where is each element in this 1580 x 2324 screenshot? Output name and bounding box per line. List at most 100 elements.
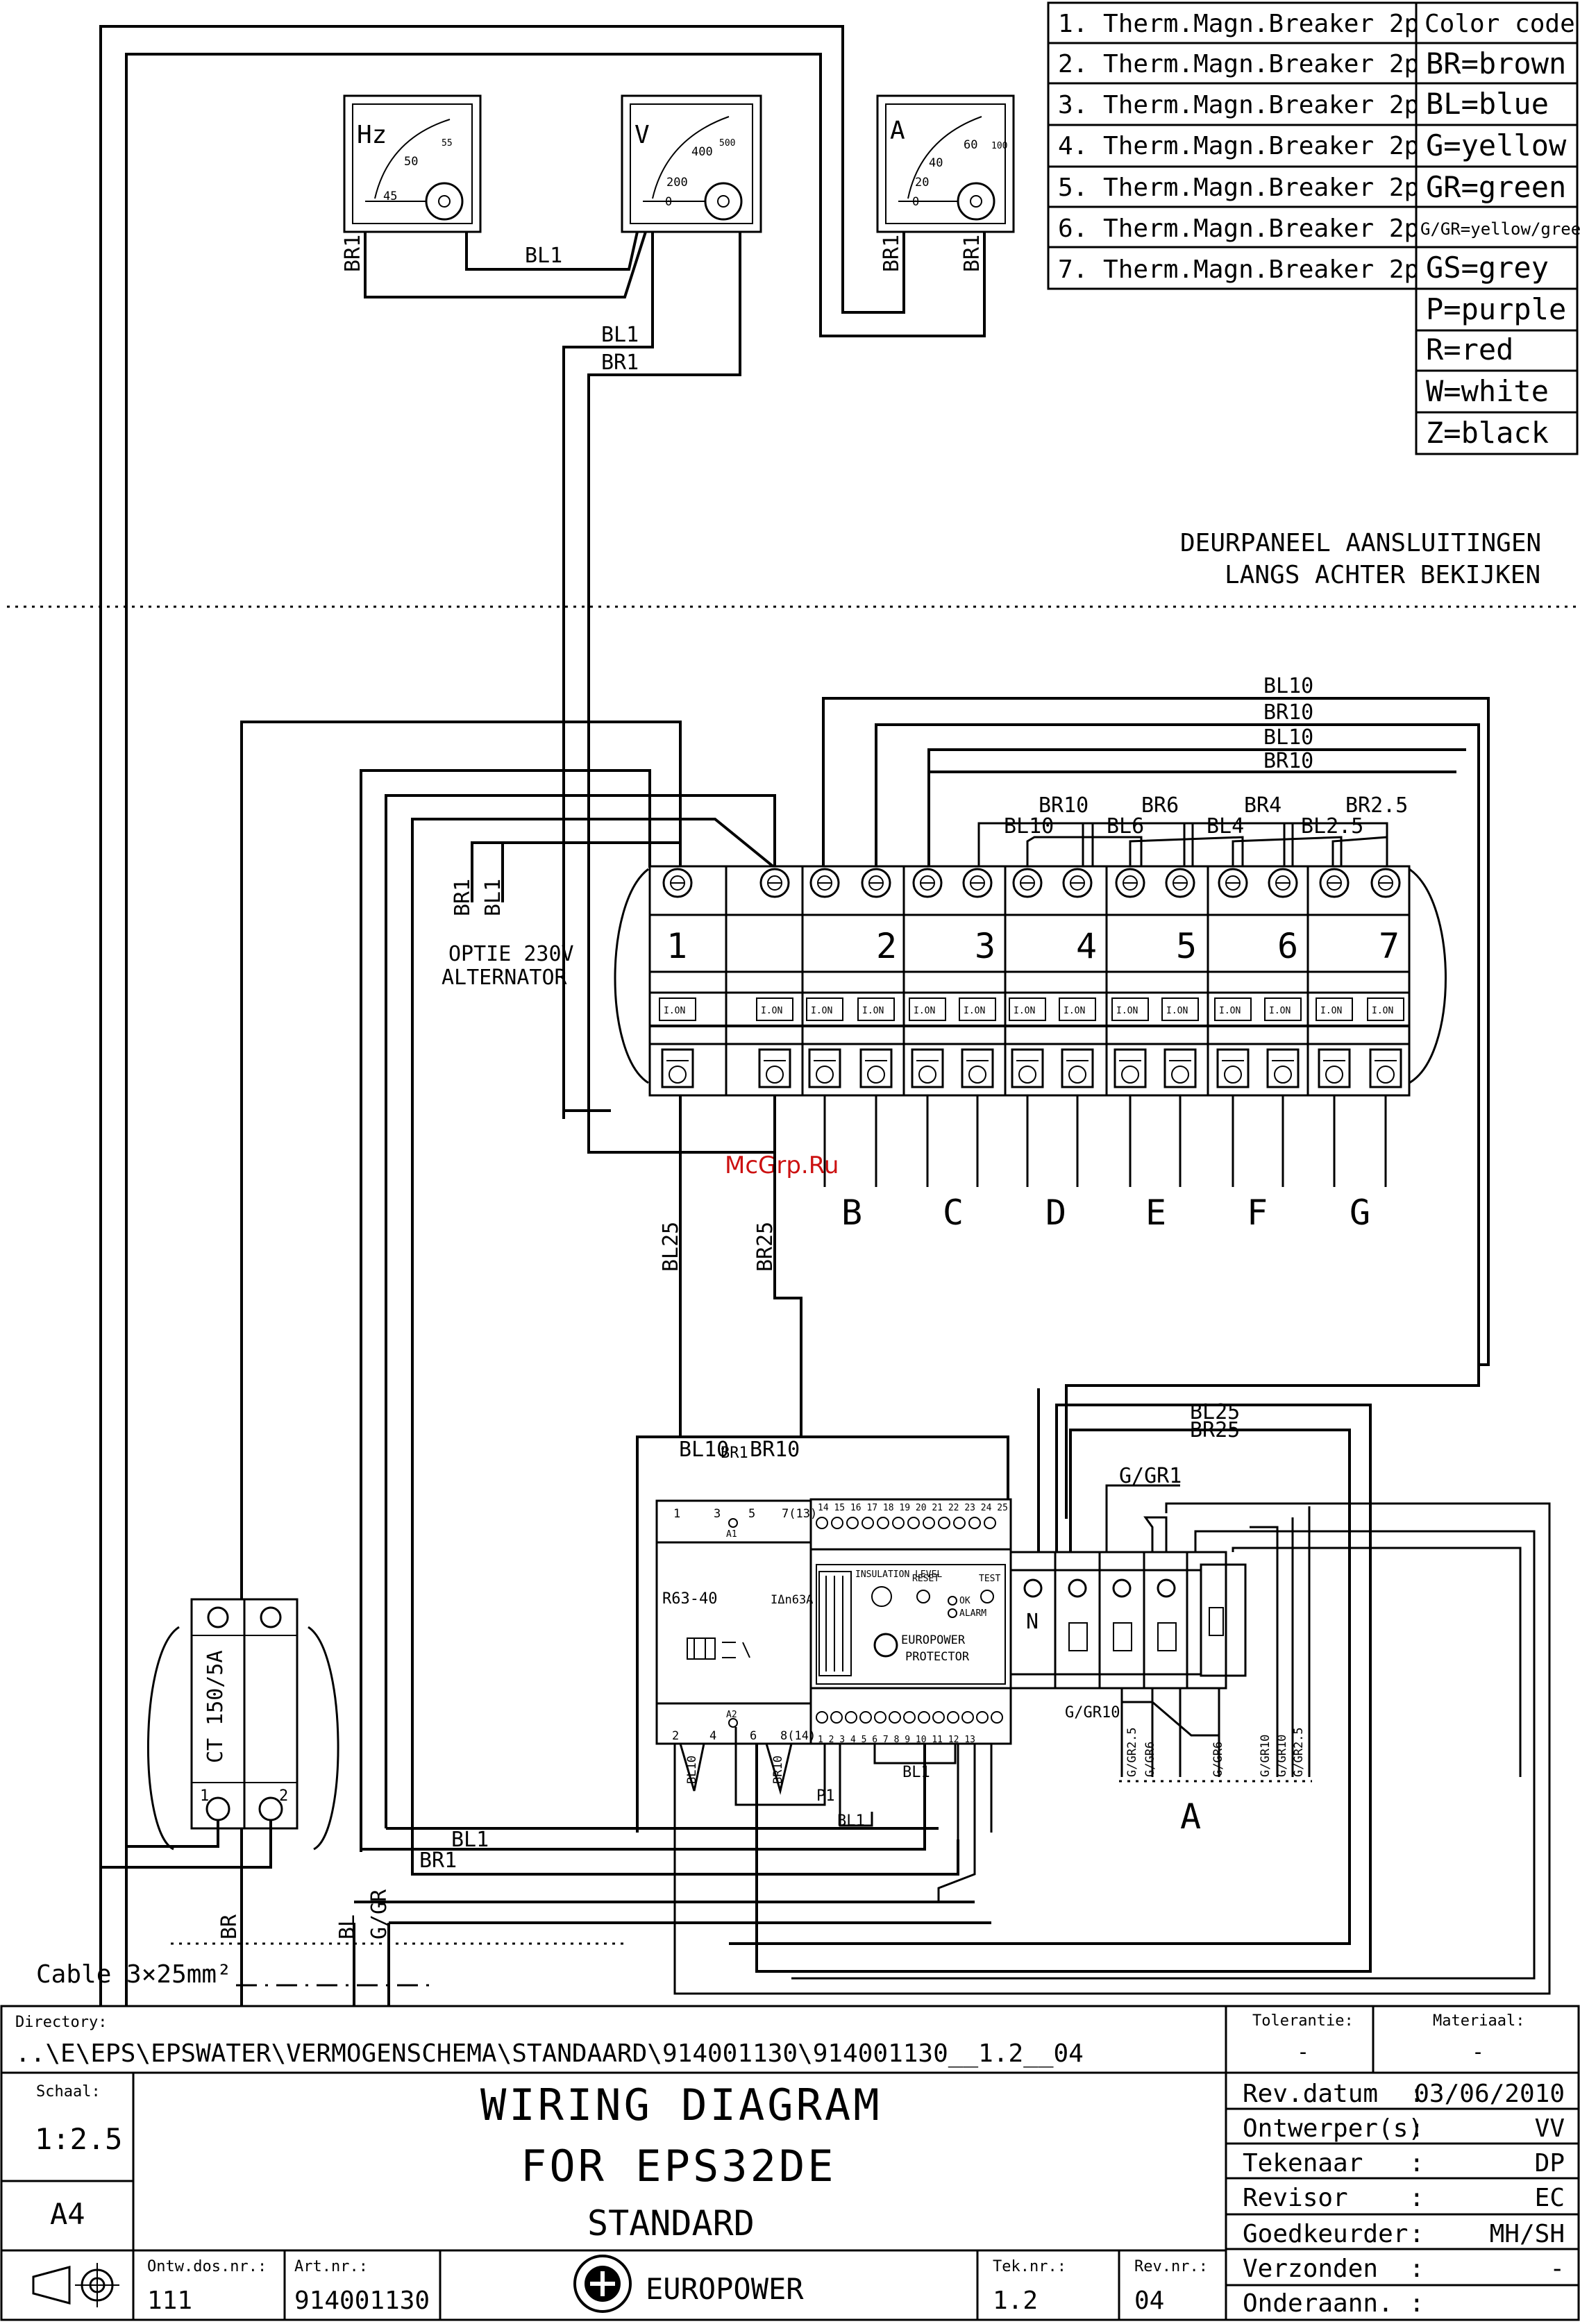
wire-label: BR1 [960, 235, 984, 272]
wire-label: BR10 [1039, 793, 1089, 818]
ok-label: OK [959, 1596, 970, 1606]
titleblock-field-sep: : [1409, 2255, 1424, 2283]
relay-terminal-icon [938, 1517, 950, 1529]
rcd-terminal: 6 [750, 1729, 757, 1743]
europower-logo-icon [873, 1633, 898, 1658]
wire-label: G/GR2.5 [1292, 1727, 1306, 1777]
breaker-toggle [1009, 997, 1046, 1021]
rcd-terminal: 1 [673, 1507, 680, 1521]
main-feed-wiring: BL25 BR25 [562, 1095, 802, 1437]
relay-terminal-icon [874, 1711, 886, 1724]
wire-label: BR10 [1263, 700, 1313, 725]
output-label: F [1247, 1193, 1268, 1233]
breaker-screw-icon [1061, 1048, 1094, 1088]
breaker-on-label: I.ON [1219, 1006, 1241, 1016]
breaker-screw-icon [662, 868, 693, 898]
wire-label: G/GR10 [1259, 1735, 1272, 1777]
breaker-on-label: I.ON [1269, 1006, 1291, 1016]
color-code-item: W=white [1426, 374, 1549, 408]
relay-terminal-icon [903, 1711, 916, 1724]
door-panel-note: DEURPANEEL AANSLUITINGEN [1180, 529, 1541, 557]
breaker-on-label: I.ON [964, 1006, 985, 1016]
output-label: E [1145, 1193, 1166, 1233]
relay-terminal-icon [831, 1517, 843, 1529]
art-label: Art.nr.: [294, 2258, 368, 2275]
titleblock-field-value: - [1549, 2255, 1565, 2283]
wire-label: BL25 [1190, 1400, 1240, 1424]
hz-tick: 45 [383, 190, 397, 203]
breaker-screw-icon [1318, 1048, 1351, 1088]
breaker-screw-icon [859, 1048, 893, 1088]
watermark: McGrp.Ru [725, 1152, 839, 1179]
scale-label: Schaal: [36, 2083, 101, 2100]
rcd-terminal: 4 [709, 1729, 716, 1743]
rev-label: Rev.nr.: [1134, 2258, 1208, 2275]
relay-terminal-icon [845, 1711, 857, 1724]
breaker-on-label: I.ON [811, 1006, 832, 1016]
directory-label: Directory: [15, 2014, 107, 2031]
pe-output-label: A [1180, 1796, 1201, 1837]
wire-label: BR6 [1141, 793, 1179, 818]
breaker-screw-icon [1268, 868, 1298, 898]
rcd-terminal: 7(13) [782, 1507, 817, 1521]
breaker-screw-icon [861, 868, 891, 898]
breaker-feed-wiring: BL10 BR10 BL10 BR10 BR10 BL10 BR6 BL 6 BR… [240, 674, 1490, 2027]
output-label: G [1350, 1193, 1370, 1233]
dos-value: 111 [147, 2287, 192, 2315]
breaker-outputs: B C D E F G [823, 1095, 1387, 1233]
wire-label: G/GR [367, 1889, 392, 1939]
projection-symbol-icon [32, 2263, 119, 2307]
color-code-item: G=yellow [1426, 128, 1567, 162]
title-line-2: FOR EPS32DE [521, 2141, 837, 2191]
breaker-screw-icon [809, 868, 840, 898]
protector-unit: 1 3 5 7(13) A1 R63-40 IΔn63A 2 4 6 8(14)… [636, 1435, 1012, 1902]
titleblock-field-sep: : [1409, 2080, 1424, 2108]
neutral-label: N [1026, 1610, 1039, 1634]
breaker-screw-icon [1218, 868, 1248, 898]
a-tick: 40 [929, 156, 943, 170]
rcd-terminal: 2 [672, 1729, 679, 1743]
wire-label: BR1 [341, 235, 365, 272]
breaker-screw-icon [1165, 868, 1195, 898]
relay-terminals: 1 2 3 4 5 6 7 8 9 10 11 12 13 [818, 1735, 975, 1745]
material-label: Materiaal: [1433, 2012, 1524, 2030]
titleblock-field-value: MH/SH [1490, 2220, 1565, 2248]
test-label: TEST [979, 1574, 1000, 1584]
title-line-1: WIRING DIAGRAM [480, 2080, 882, 2130]
relay-terminals: 14 15 16 17 18 19 20 21 22 23 24 25 [818, 1503, 1008, 1513]
relay-terminal-icon [816, 1711, 828, 1724]
relay-terminal-icon [830, 1711, 843, 1724]
breaker-screw-icon [758, 1048, 791, 1088]
relay-terminal-icon [816, 1517, 828, 1529]
breaker-toggle [857, 997, 895, 1021]
color-code-title: Color code [1424, 10, 1575, 38]
wire-label: BL2.5 [1301, 814, 1363, 839]
terminal-block: N BL25 BR25 G/GR1 G/GR10 G/GR2.5 G/GR6 G… [673, 1388, 1551, 1995]
wire-label: BL4 [1207, 814, 1244, 839]
wire-label: BL10 [1263, 674, 1313, 698]
breaker-toggle [1214, 997, 1252, 1021]
breaker-number: 6 [1277, 926, 1298, 966]
titleblock-field-sep: : [1409, 2114, 1424, 2143]
wire-label: G/GR10 [1275, 1735, 1289, 1777]
wire-label: BR10 [771, 1755, 785, 1784]
titleblock-field-sep: : [1409, 2149, 1424, 2178]
breaker-on-label: I.ON [1372, 1006, 1393, 1016]
relay-terminal-icon [991, 1711, 1003, 1724]
breaker-toggle [959, 997, 996, 1021]
hz-tick: 55 [442, 138, 453, 149]
wire-label: BL [335, 1914, 360, 1939]
wire-label: BR1 [451, 879, 475, 916]
color-code-table: Color code BR=brown BL=blue G=yellow GR=… [1415, 1, 1580, 455]
breaker-on-label: I.ON [664, 1006, 685, 1016]
breaker-screw-icon [961, 1048, 994, 1088]
wire-label: BL10 [685, 1755, 699, 1784]
titleblock-field-value: VV [1535, 2114, 1565, 2143]
ct-terminal: 2 [279, 1787, 288, 1805]
wire-label: BL10 [1263, 725, 1313, 750]
breaker-screw-icon [1266, 1048, 1300, 1088]
v-tick: 0 [665, 195, 672, 209]
color-code-item: GS=grey [1426, 251, 1549, 285]
